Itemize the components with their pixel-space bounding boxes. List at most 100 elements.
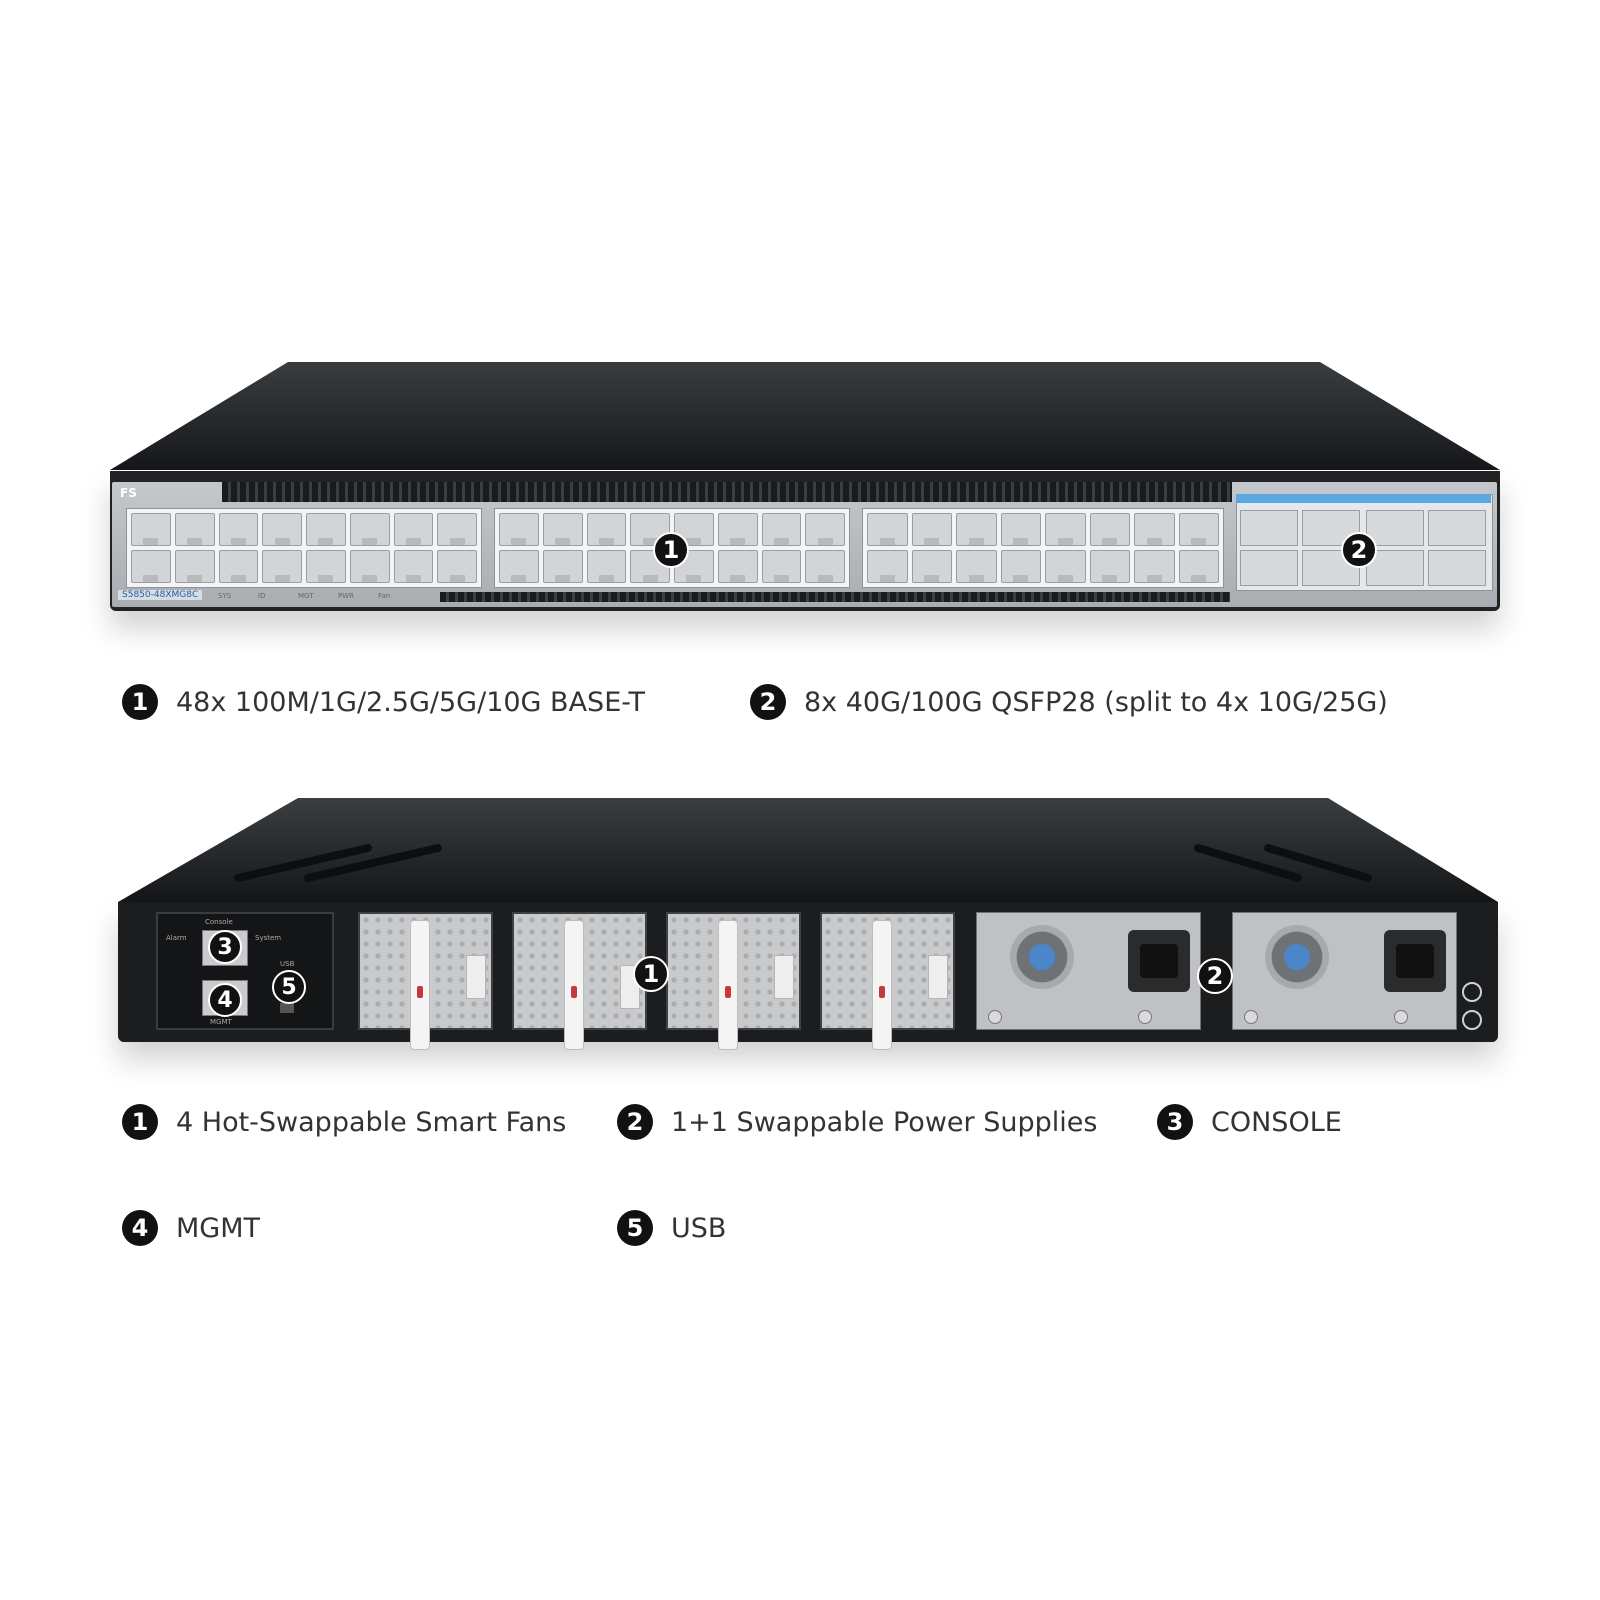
- callout-fans: 1: [633, 956, 669, 992]
- fs-logo: FS: [120, 486, 137, 500]
- legend-badge: 2: [750, 684, 786, 720]
- rj45-port[interactable]: [1000, 550, 1041, 583]
- label-system: System: [255, 934, 282, 942]
- rj45-port[interactable]: [1000, 513, 1041, 546]
- psu-fan-icon: [1265, 925, 1329, 989]
- rj45-port[interactable]: [761, 513, 802, 546]
- rj45-port[interactable]: [805, 513, 845, 546]
- model-label: S5850-48XMG8C: [118, 590, 203, 600]
- screw-icon: [1244, 1010, 1258, 1024]
- rj45-port-block-3: [862, 508, 1224, 588]
- rj45-port[interactable]: [717, 550, 758, 583]
- rj45-port[interactable]: [586, 550, 627, 583]
- rj45-port[interactable]: [674, 513, 714, 546]
- rj45-port[interactable]: [867, 513, 908, 546]
- screw-icon: [1394, 1010, 1408, 1024]
- legend-text: 4 Hot-Swappable Smart Fans: [176, 1106, 567, 1138]
- rj45-port[interactable]: [499, 513, 539, 546]
- fan-handle[interactable]: [564, 920, 584, 1050]
- rj45-port[interactable]: [1134, 513, 1175, 546]
- qsfp28-port[interactable]: [1240, 550, 1298, 586]
- fan-latch[interactable]: [774, 955, 794, 999]
- rj45-port[interactable]: [542, 550, 583, 583]
- fan-handle[interactable]: [410, 920, 430, 1050]
- rj45-port[interactable]: [586, 513, 627, 546]
- rj45-port[interactable]: [131, 513, 171, 546]
- rj45-port[interactable]: [761, 550, 802, 583]
- legend-badge: 1: [122, 684, 158, 720]
- rj45-port[interactable]: [1134, 550, 1175, 583]
- led-label-fan: Fan: [378, 592, 391, 600]
- front-chassis-top: [110, 362, 1500, 470]
- qsfp28-port[interactable]: [1428, 510, 1486, 546]
- callout-mgmt: 4: [208, 983, 242, 1017]
- qsfp28-port[interactable]: [1428, 550, 1486, 586]
- rear-legend-item-2: 2 1+1 Swappable Power Supplies: [617, 1104, 1097, 1140]
- legend-text: CONSOLE: [1211, 1106, 1342, 1138]
- led-label-sys: SYS: [218, 592, 232, 600]
- rj45-port[interactable]: [1178, 550, 1219, 583]
- legend-badge: 1: [122, 1104, 158, 1140]
- legend-text: MGMT: [176, 1212, 261, 1244]
- rj45-port[interactable]: [717, 513, 758, 546]
- label-alarm: Alarm: [166, 934, 187, 942]
- qsfp-label-strip: [1236, 494, 1491, 503]
- rj45-port[interactable]: [174, 550, 215, 583]
- fan-handle[interactable]: [872, 920, 892, 1050]
- rj45-port[interactable]: [218, 550, 259, 583]
- rear-legend-item-1: 1 4 Hot-Swappable Smart Fans: [122, 1104, 566, 1140]
- rj45-port[interactable]: [1045, 513, 1086, 546]
- rj45-port[interactable]: [867, 550, 908, 583]
- callout-rj45: 1: [653, 532, 689, 568]
- label-usb: USB: [280, 960, 295, 968]
- fan-handle[interactable]: [718, 920, 738, 1050]
- rj45-port[interactable]: [805, 550, 845, 583]
- callout-console: 3: [208, 930, 242, 964]
- rear-legend-item-5: 5 USB: [617, 1210, 726, 1246]
- legend-badge: 4: [122, 1210, 158, 1246]
- rj45-port[interactable]: [956, 513, 997, 546]
- callout-psu: 2: [1197, 958, 1233, 994]
- fan-latch[interactable]: [466, 955, 486, 999]
- fan-latch[interactable]: [928, 955, 948, 999]
- front-vent-top: [222, 482, 1232, 502]
- callout-qsfp: 2: [1341, 532, 1377, 568]
- rj45-port[interactable]: [262, 550, 302, 583]
- rj45-port[interactable]: [174, 513, 215, 546]
- usb-port[interactable]: [280, 1003, 294, 1013]
- rj45-port[interactable]: [306, 550, 346, 583]
- rj45-port[interactable]: [911, 550, 952, 583]
- rj45-port[interactable]: [393, 550, 434, 583]
- rj45-port[interactable]: [1045, 550, 1086, 583]
- led-label-mgt: MGT: [298, 592, 314, 600]
- rj45-port[interactable]: [349, 513, 390, 546]
- legend-text: 1+1 Swappable Power Supplies: [671, 1106, 1098, 1138]
- rj45-port[interactable]: [911, 513, 952, 546]
- label-console: Console: [205, 918, 233, 926]
- screw-icon: [988, 1010, 1002, 1024]
- rj45-port[interactable]: [542, 513, 583, 546]
- rj45-port[interactable]: [499, 550, 539, 583]
- rear-legend-item-3: 3 CONSOLE: [1157, 1104, 1342, 1140]
- rj45-port[interactable]: [956, 550, 997, 583]
- rj45-port[interactable]: [262, 513, 302, 546]
- rj45-port[interactable]: [349, 550, 390, 583]
- qsfp28-port[interactable]: [1366, 510, 1424, 546]
- rj45-port[interactable]: [306, 513, 346, 546]
- rj45-port[interactable]: [393, 513, 434, 546]
- rj45-port[interactable]: [218, 513, 259, 546]
- rj45-port[interactable]: [1089, 550, 1130, 583]
- qsfp28-port[interactable]: [1240, 510, 1298, 546]
- rear-chassis-top: [118, 798, 1498, 902]
- rj45-port[interactable]: [437, 550, 477, 583]
- legend-badge: 3: [1157, 1104, 1193, 1140]
- power-socket-icon: [1384, 930, 1446, 992]
- rj45-port[interactable]: [1178, 513, 1219, 546]
- rj45-port[interactable]: [131, 550, 171, 583]
- rj45-port[interactable]: [437, 513, 477, 546]
- rj45-port[interactable]: [1089, 513, 1130, 546]
- legend-text: USB: [671, 1212, 727, 1244]
- led-label-pwr: PWR: [338, 592, 355, 600]
- ground-screw-icon: [1462, 1010, 1482, 1030]
- legend-badge: 5: [617, 1210, 653, 1246]
